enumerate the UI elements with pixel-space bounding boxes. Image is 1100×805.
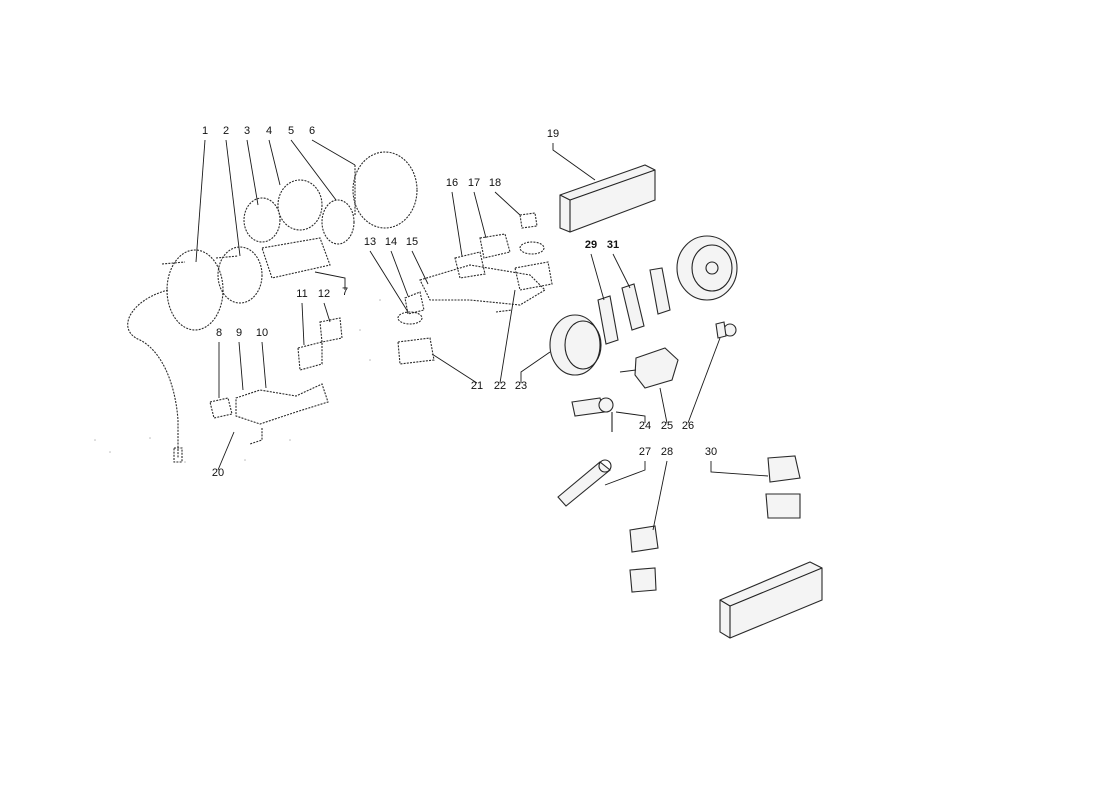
callout-30: 30 [704,446,718,458]
callout-21: 21 [470,380,484,392]
callout-8: 8 [215,327,223,339]
callout-17: 17 [467,177,481,189]
callout-11: 11 [296,288,308,300]
callout-7: 7 [341,286,349,298]
callout-25: 25 [660,420,674,432]
switch-group-left [209,317,343,445]
callout-29: 29 [584,239,598,251]
right-cluster [549,235,738,376]
callout-13: 13 [363,236,377,248]
callout-14: 14 [384,236,398,248]
callout-27: 27 [638,446,652,458]
tray-top [559,164,656,233]
callout-10: 10 [255,327,269,339]
callout-5: 5 [287,125,295,137]
callout-19: 19 [546,128,560,140]
callout-24: 24 [638,420,652,432]
callout-15: 15 [405,236,419,248]
callout-20: 20 [211,467,225,479]
callout-16: 16 [445,177,459,189]
gauge-cluster [127,151,418,463]
callout-6: 6 [308,125,316,137]
callout-18: 18 [488,177,502,189]
callout-4: 4 [265,125,273,137]
callout-22: 22 [493,380,507,392]
callout-23: 23 [514,380,528,392]
leader-lines [195,139,769,531]
callout-9: 9 [235,327,243,339]
callout-28: 28 [660,446,674,458]
callout-1: 1 [201,125,209,137]
callout-31: 31 [606,239,620,251]
lock-motor-group [571,321,737,432]
callout-3: 3 [243,125,251,137]
bottom-group [557,455,823,639]
callout-26: 26 [681,420,695,432]
callout-2: 2 [222,125,230,137]
callout-12: 12 [317,288,331,300]
switch-housing [397,212,553,365]
